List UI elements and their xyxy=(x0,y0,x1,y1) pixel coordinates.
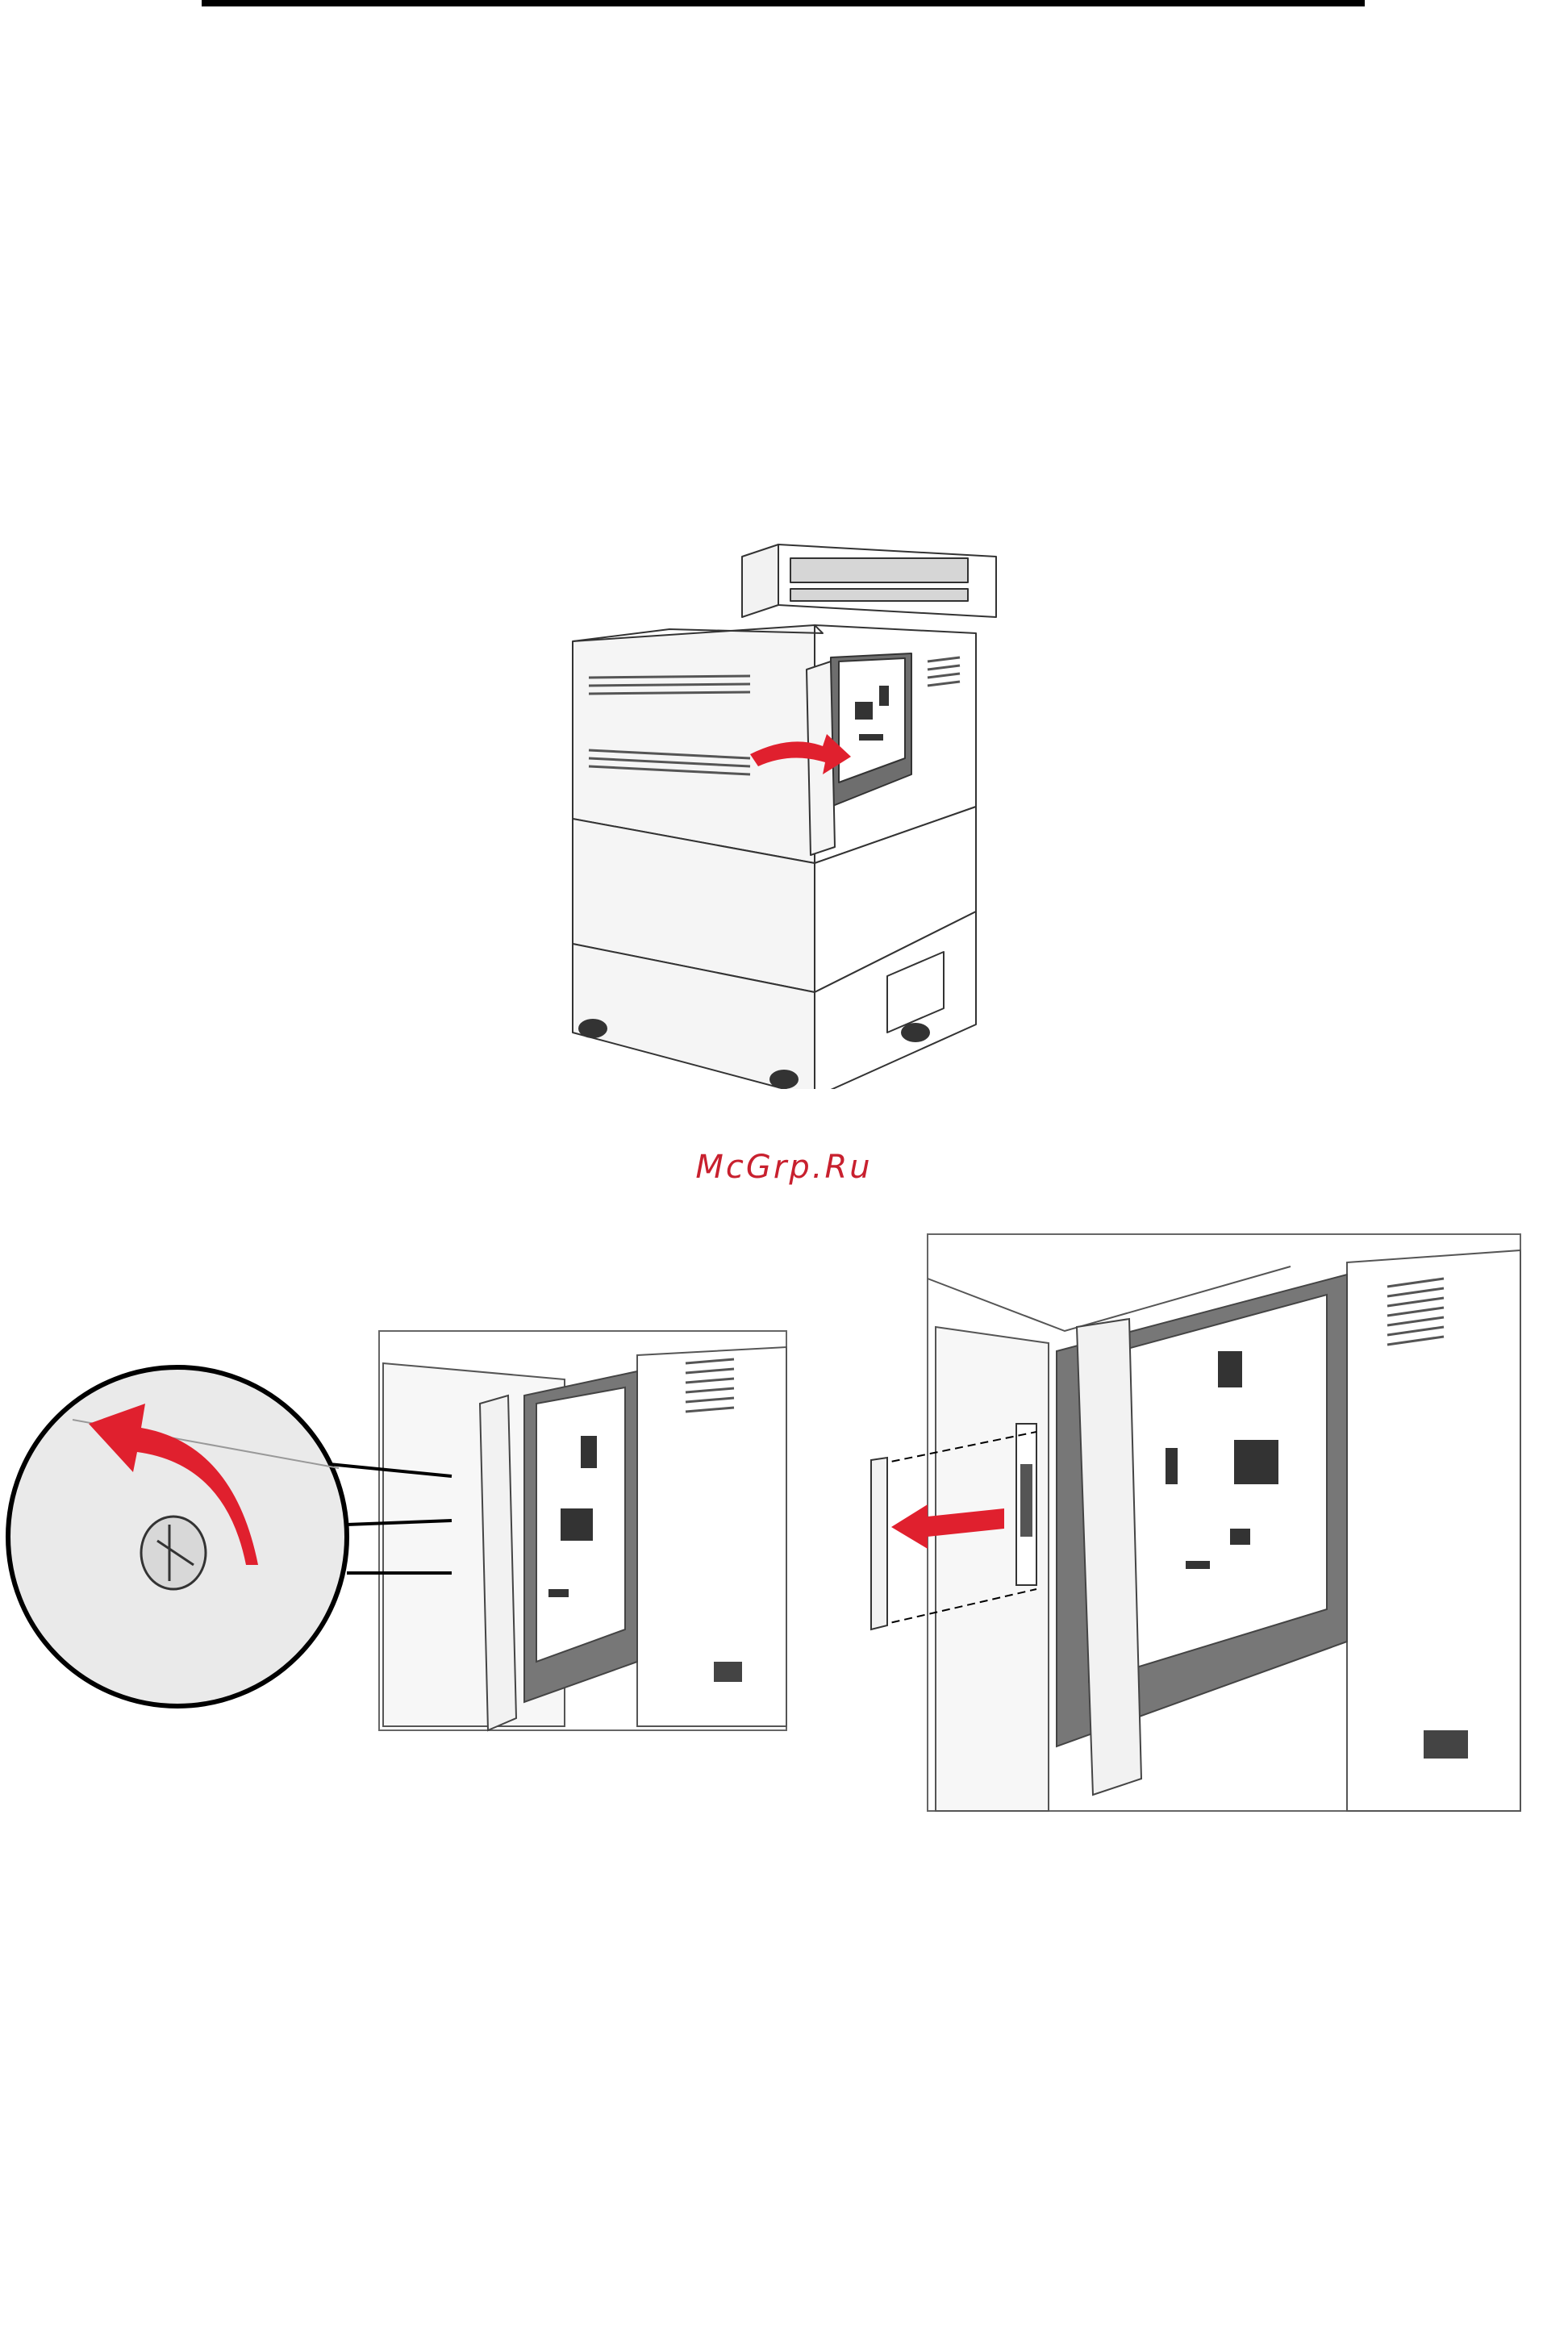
cover-plate-icon xyxy=(871,1458,887,1629)
remove-cover-plate-illustration-svg xyxy=(863,1230,1524,1815)
top-rule xyxy=(202,0,1365,6)
remove-cover-plate-illustration xyxy=(863,1230,1524,1815)
printer-illustration xyxy=(557,540,1008,1089)
screw-loosen-illustration xyxy=(0,1323,790,1742)
watermark: McGrp.Ru xyxy=(0,1149,1568,1186)
screw-loosen-illustration-svg xyxy=(0,1323,790,1742)
printer-illustration-svg xyxy=(557,540,1008,1089)
